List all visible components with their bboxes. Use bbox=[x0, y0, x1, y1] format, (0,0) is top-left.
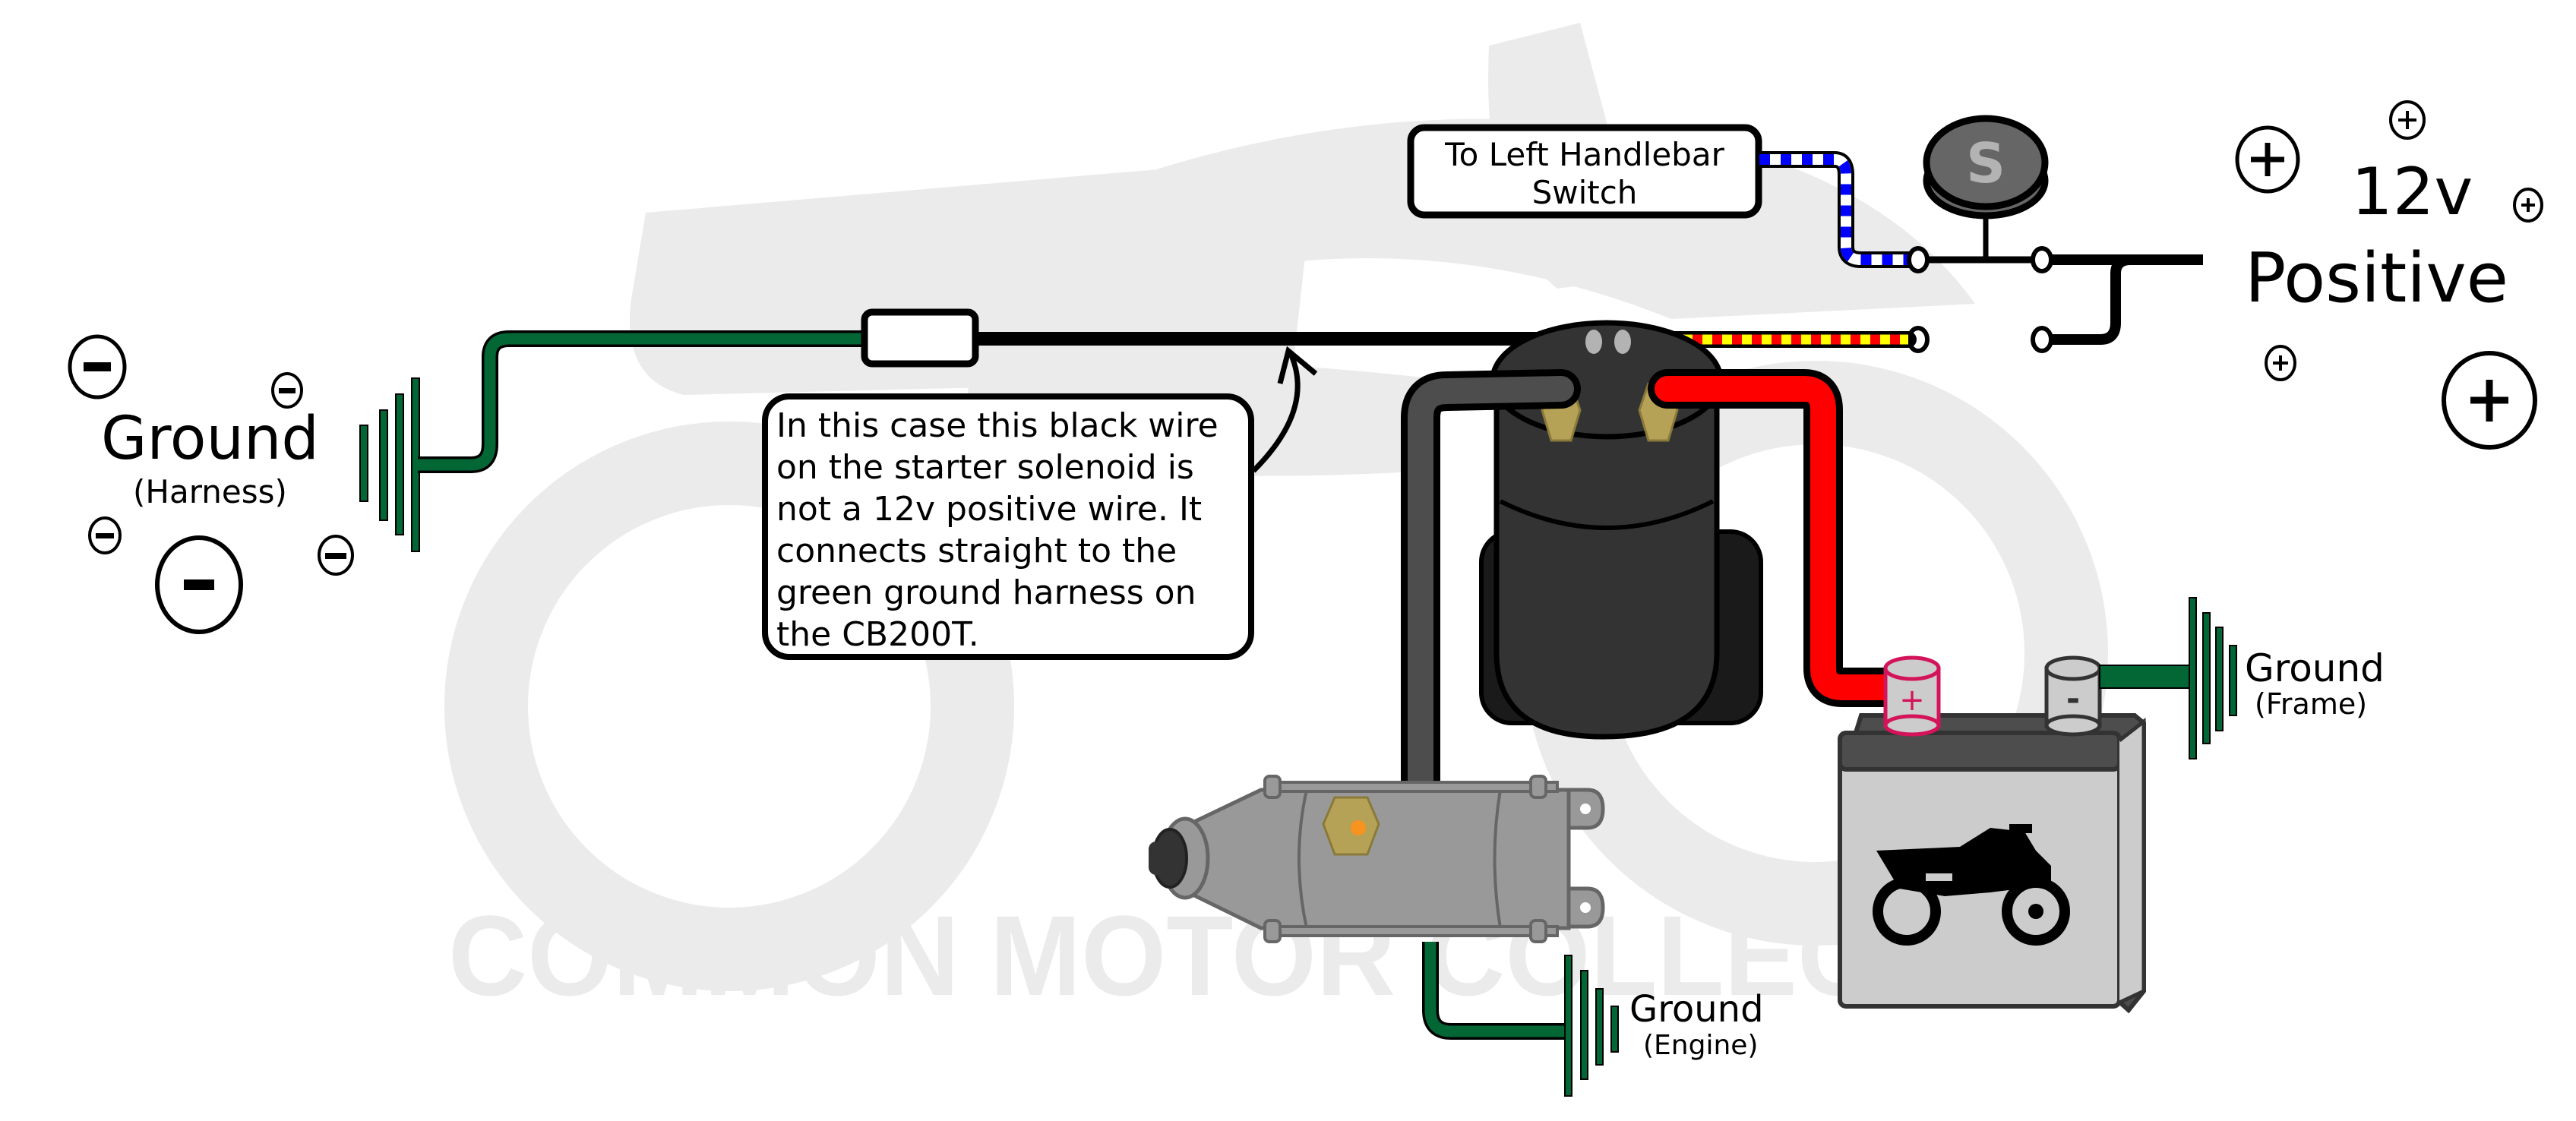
start-button-letter: S bbox=[1966, 131, 2005, 195]
positive-label-12v: 12v bbox=[2351, 154, 2473, 230]
motorcycle-logo-icon bbox=[1873, 824, 2070, 946]
ground-harness-group: Ground (Harness) bbox=[68, 334, 420, 634]
ground-frame-title: Ground bbox=[2245, 646, 2385, 690]
starter-motor-icon bbox=[1149, 775, 1605, 943]
callout-line-2: on the starter solenoid is bbox=[776, 448, 1194, 487]
handlebar-label-line-1: To Left Handlebar bbox=[1444, 136, 1724, 173]
callout-line-5: green ground harness on bbox=[776, 573, 1196, 612]
plus-symbol-icon bbox=[2442, 351, 2537, 450]
starter-solenoid-icon bbox=[1479, 320, 1763, 740]
ground-frame-subtitle: (Frame) bbox=[2255, 687, 2367, 721]
start-button-icon: S bbox=[1923, 115, 2049, 260]
callout-line-1: In this case this black wire bbox=[776, 406, 1218, 445]
plus-symbol-icon bbox=[2235, 125, 2300, 194]
inline-connector bbox=[861, 308, 979, 368]
callout-arrow-icon bbox=[1251, 346, 1318, 473]
battery-icon bbox=[1838, 713, 2146, 1014]
handlebar-label-line-2: Switch bbox=[1532, 174, 1638, 211]
callout-line-6: the CB200T. bbox=[776, 615, 979, 654]
ground-harness-symbol-icon bbox=[359, 377, 420, 552]
watermark-text: COMMON MOTOR COLLEC bbox=[448, 892, 1876, 1019]
ground-harness-title: Ground bbox=[101, 405, 319, 473]
minus-symbol-icon bbox=[68, 334, 127, 399]
battery-plus-label: + bbox=[1899, 683, 1925, 718]
callout-line-4: connects straight to the bbox=[776, 532, 1177, 570]
ground-engine-symbol-icon bbox=[1564, 955, 1619, 1097]
ground-frame-symbol-icon bbox=[2189, 597, 2237, 759]
plus-symbol-icon bbox=[2389, 100, 2426, 140]
handlebar-switch-label-box: To Left Handlebar Switch bbox=[1407, 124, 1762, 219]
battery-positive-terminal: + bbox=[1883, 655, 1941, 737]
ground-engine-title: Ground bbox=[1629, 988, 1764, 1031]
ground-frame-wire bbox=[2099, 665, 2190, 689]
callout-line-3: not a 12v positive wire. It bbox=[776, 490, 1202, 529]
battery-minus-label: - bbox=[2066, 680, 2080, 718]
minus-symbol-icon bbox=[155, 535, 243, 634]
minus-symbol-icon bbox=[318, 535, 354, 576]
positive-label-text: Positive bbox=[2245, 238, 2508, 318]
battery-negative-terminal: - bbox=[2044, 655, 2102, 737]
minus-symbol-icon bbox=[271, 372, 303, 409]
plus-symbol-icon bbox=[2265, 345, 2296, 381]
ground-harness-subtitle: (Harness) bbox=[133, 473, 287, 510]
minus-symbol-icon bbox=[88, 516, 122, 554]
callout-note: In this case this black wire on the star… bbox=[762, 393, 1254, 660]
plus-symbol-icon bbox=[2513, 188, 2543, 223]
ground-engine-subtitle: (Engine) bbox=[1643, 1030, 1758, 1061]
